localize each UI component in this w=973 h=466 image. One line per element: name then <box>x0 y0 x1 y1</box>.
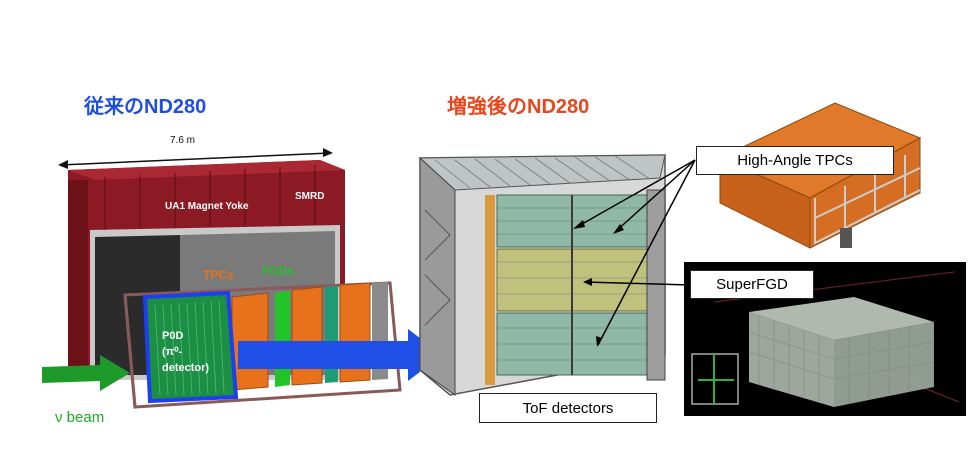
p0d-label-line3: detector) <box>162 362 209 374</box>
tpcs-label: TPCs <box>203 268 234 282</box>
fgds-label: FGDs <box>262 264 294 278</box>
old-nd280-diagram: 7.6 m UA1 Magnet Yoke SMRD TPCs FGDs <box>42 135 420 426</box>
tof-side-strip <box>485 195 495 385</box>
basket-frame <box>123 281 402 409</box>
dimension-arrow <box>58 148 333 169</box>
superfgd-image <box>684 262 966 416</box>
superfgd-label: SuperFGD <box>690 270 814 299</box>
old-nd280-title: 従来のND280 <box>84 96 207 118</box>
p0d-module <box>142 290 239 404</box>
beam-arrow <box>42 355 130 391</box>
tof-detectors-label: ToF detectors <box>479 393 657 423</box>
magnet-yoke-label: UA1 Magnet Yoke <box>165 201 249 212</box>
dimension-label: 7.6 m <box>170 135 195 146</box>
upgraded-nd280-diagram <box>418 154 666 396</box>
high-angle-tpcs-label: High-Angle TPCs <box>696 146 894 175</box>
beam-label: ν beam <box>55 409 104 426</box>
upgraded-nd280-title: 増強後のND280 <box>447 96 590 118</box>
p0d-label: P0D <box>162 330 183 342</box>
front-panels <box>496 194 648 376</box>
p0d-label-line2: (π⁰- <box>162 346 182 358</box>
smrd-label: SMRD <box>295 191 324 202</box>
upgrade-arrow <box>238 329 420 381</box>
